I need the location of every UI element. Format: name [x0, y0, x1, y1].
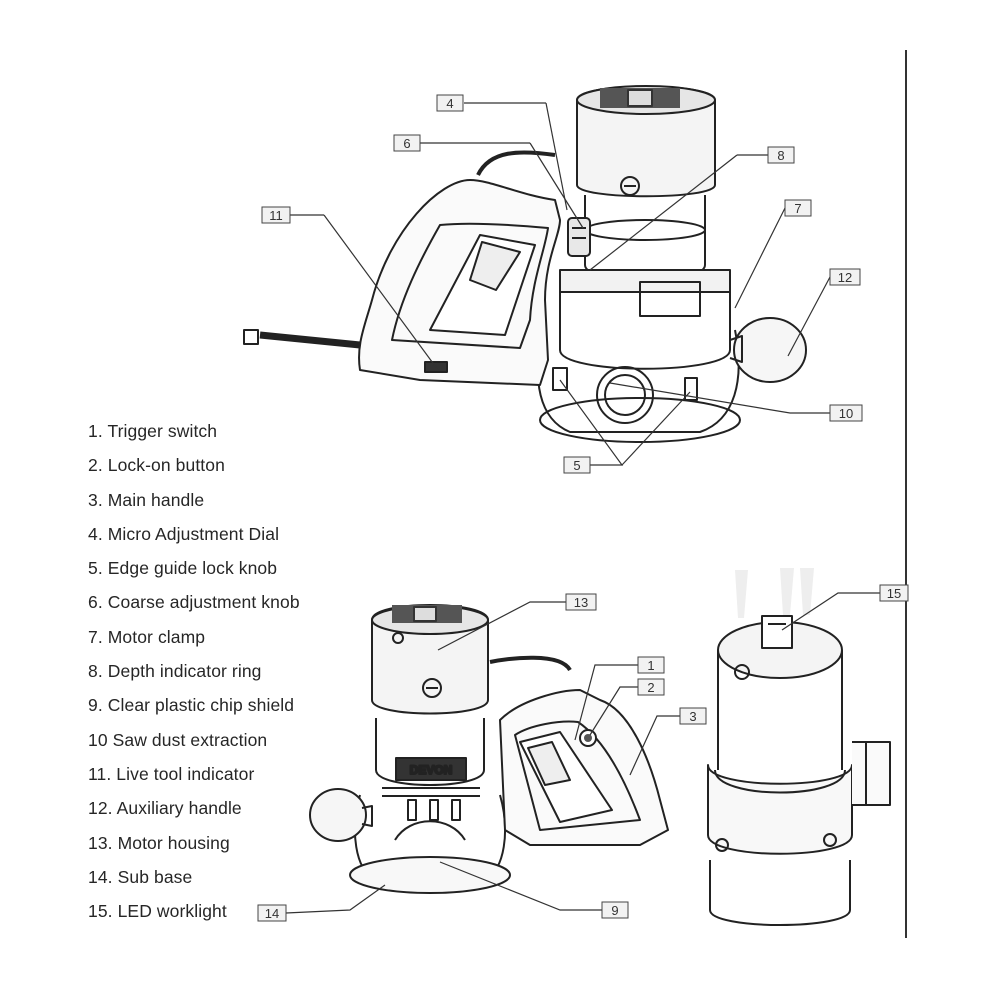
- callout-12: 12: [829, 268, 861, 286]
- callout-labels: 4 6 8 7 11 12 10 5: [257, 94, 909, 922]
- callout-11-label: 11: [269, 208, 283, 223]
- legend-item: 7. Motor clamp: [88, 626, 206, 647]
- callout-2-label: 2: [647, 680, 654, 695]
- callout-1: 1: [637, 656, 665, 674]
- legend-item: 10 Saw dust extraction: [88, 729, 268, 750]
- callout-15: 15: [879, 584, 909, 602]
- router-top-view: [243, 85, 807, 443]
- callout-5-label: 5: [573, 458, 580, 473]
- callout-7-label: 7: [794, 201, 801, 216]
- legend-item: 14. Sub base: [88, 866, 193, 887]
- callout-4-label: 4: [446, 96, 453, 111]
- callout-7: 7: [784, 199, 812, 217]
- legend-item: 3. Main handle: [88, 489, 205, 510]
- legend-item: 4. Micro Adjustment Dial: [88, 523, 280, 544]
- callout-13: 13: [565, 593, 597, 611]
- callout-11: 11: [261, 206, 291, 224]
- legend-item: 11. Live tool indicator: [88, 763, 255, 784]
- callout-6-label: 6: [403, 136, 410, 151]
- callout-13-label: 13: [574, 595, 588, 610]
- router-bottom-view: DEVON: [309, 604, 669, 894]
- callout-5: 5: [563, 456, 591, 474]
- callout-9: 9: [601, 901, 629, 919]
- callout-3-label: 3: [689, 709, 696, 724]
- callout-3: 3: [679, 707, 707, 725]
- callout-10-label: 10: [839, 406, 853, 421]
- legend-item: 2. Lock-on button: [88, 455, 225, 476]
- callout-4: 4: [436, 94, 464, 112]
- legend-item: 6. Coarse adjustment knob: [88, 592, 300, 613]
- legend-item: 12. Auxiliary handle: [88, 798, 242, 819]
- callout-6: 6: [393, 134, 421, 152]
- parts-legend: 1. Trigger switch 2. Lock-on button 3. M…: [88, 414, 300, 928]
- legend-item: 13. Motor housing: [88, 832, 230, 853]
- legend-item: 15. LED worklight: [88, 901, 227, 922]
- callout-1-label: 1: [647, 658, 654, 673]
- legend-item: 1. Trigger switch: [88, 421, 218, 441]
- router-led-view: [707, 568, 891, 926]
- brand-label: DEVON: [410, 763, 453, 777]
- callout-8-label: 8: [777, 148, 784, 163]
- legend-item: 8. Depth indicator ring: [88, 661, 262, 682]
- callout-14: 14: [257, 904, 287, 922]
- legend-item: 5. Edge guide lock knob: [88, 558, 278, 579]
- callout-8: 8: [767, 146, 795, 164]
- legend-item: 9. Clear plastic chip shield: [88, 695, 295, 716]
- callout-14-label: 14: [265, 906, 279, 921]
- callout-2: 2: [637, 678, 665, 696]
- callout-10: 10: [829, 404, 863, 422]
- callout-15-label: 15: [887, 586, 901, 601]
- callout-9-label: 9: [611, 903, 618, 918]
- callouts: [285, 102, 880, 914]
- callout-12-label: 12: [838, 270, 852, 285]
